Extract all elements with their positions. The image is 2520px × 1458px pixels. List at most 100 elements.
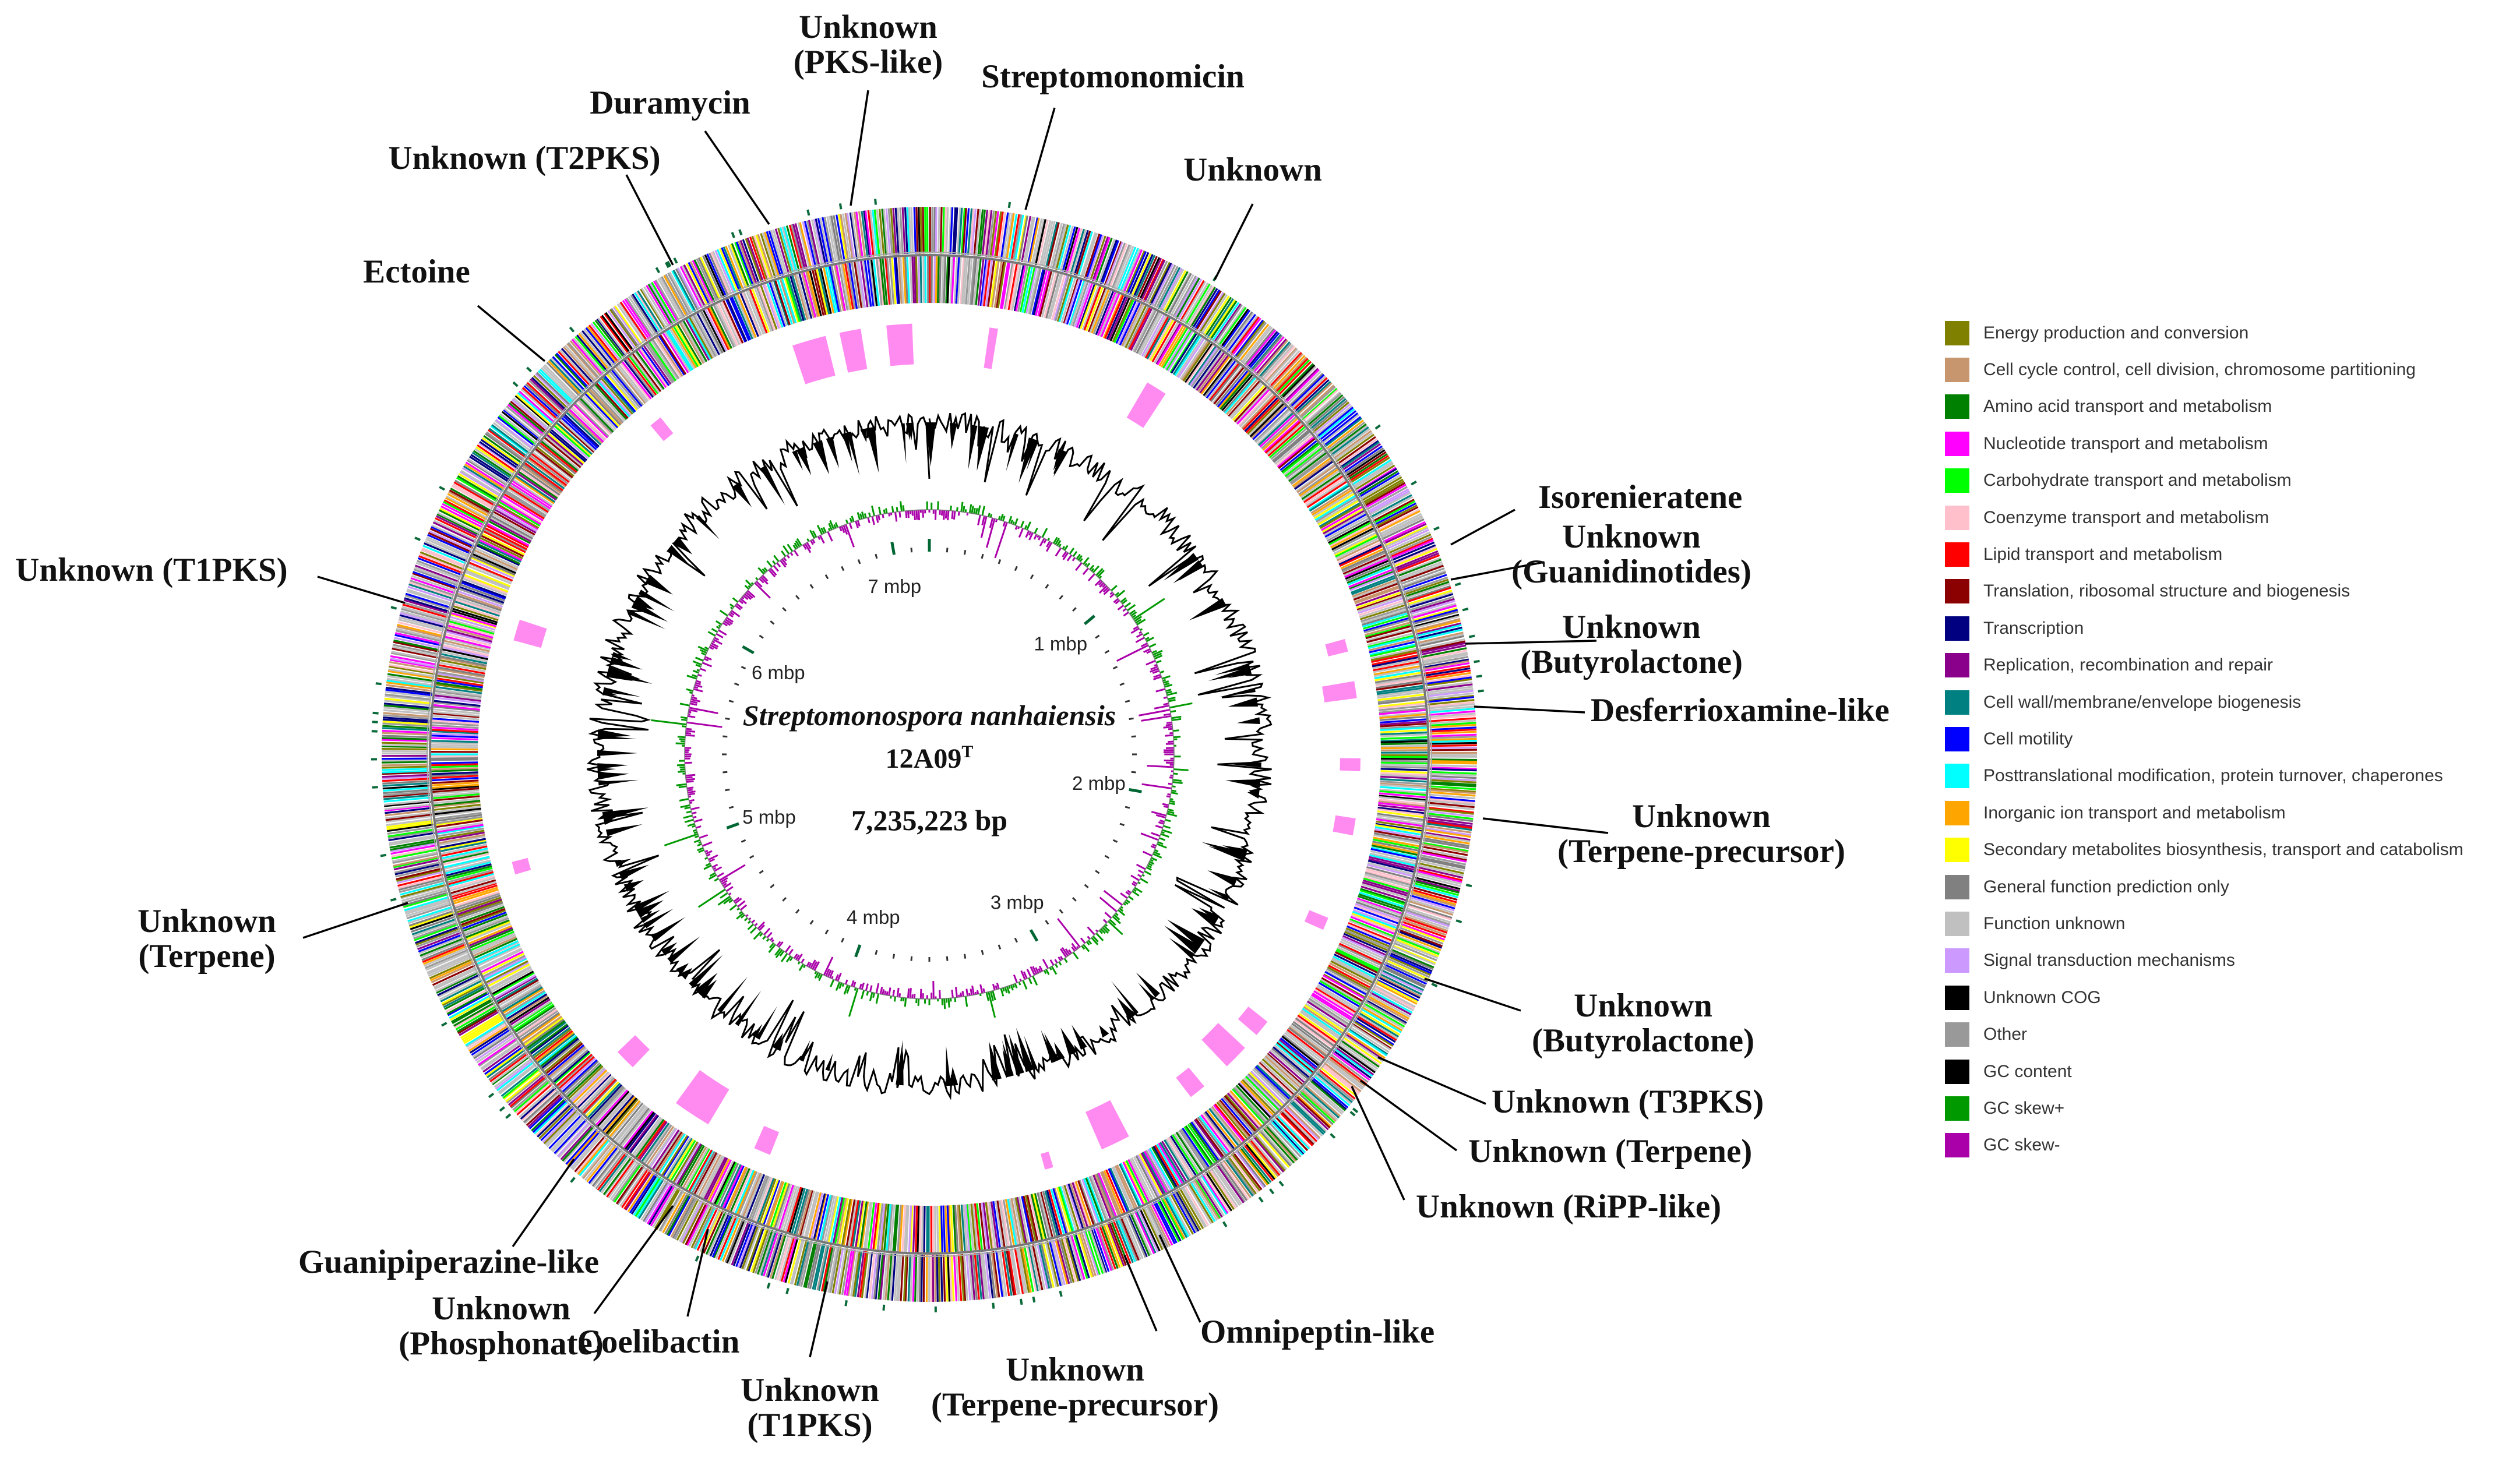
cluster-leader-line xyxy=(1450,509,1515,546)
cluster-label: Unknown (Terpene) xyxy=(1468,1133,1752,1170)
cluster-leader-line xyxy=(1474,705,1585,714)
legend-item: GC content xyxy=(1945,1053,2516,1090)
legend-swatch xyxy=(1945,616,1969,641)
legend-swatch xyxy=(1945,800,1969,825)
legend-label: Inorganic ion transport and metabolism xyxy=(1983,803,2286,822)
legend-swatch xyxy=(1945,726,1969,751)
scale-tick-label: 3 mbp xyxy=(991,892,1044,913)
legend-label: Replication, recombination and repair xyxy=(1983,655,2273,675)
legend-swatch xyxy=(1945,579,1969,604)
legend-swatch xyxy=(1945,1096,1969,1121)
scale-tick-label: 5 mbp xyxy=(742,806,796,828)
legend-label: Coenzyme transport and metabolism xyxy=(1983,507,2269,527)
legend-swatch xyxy=(1945,505,1969,530)
cluster-leader-line xyxy=(1482,817,1609,834)
legend-label: Energy production and conversion xyxy=(1983,323,2249,343)
genome-size: 7,235,223 bp xyxy=(851,804,1007,836)
cluster-leader-line xyxy=(1377,1056,1486,1105)
legend-label: Unknown COG xyxy=(1983,987,2101,1007)
genome-center-info: Streptomonospora nanhaiensis 12A09T 7,23… xyxy=(743,699,1116,836)
strain-name: 12A09T xyxy=(886,742,974,774)
cluster-annotations: Unknown(PKS-like)StreptomonomicinUnknown… xyxy=(15,9,1889,1443)
cluster-leader-line xyxy=(317,576,406,604)
legend-item: Energy production and conversion xyxy=(1945,315,2516,351)
scale-tick-label: 2 mbp xyxy=(1072,772,1126,794)
cluster-label: Duramycin xyxy=(590,84,750,121)
organism-name: Streptomonospora nanhaiensis xyxy=(743,699,1116,732)
cluster-leader-line xyxy=(1359,1079,1458,1152)
gc-skew-track xyxy=(651,501,1193,1018)
legend-swatch xyxy=(1945,320,1969,345)
cog-forward-ring xyxy=(381,206,1478,1302)
legend-item: Posttranslational modification, protein … xyxy=(1945,758,2516,795)
legend-label: Nucleotide transport and metabolism xyxy=(1983,433,2268,453)
cluster-label: Unknown(Terpene) xyxy=(138,903,276,975)
legend-swatch xyxy=(1945,431,1969,456)
cluster-leader-line xyxy=(1351,1086,1405,1201)
legend-item: Cell cycle control, cell division, chrom… xyxy=(1945,351,2516,388)
scale-tick-label: 7 mbp xyxy=(868,576,921,597)
legend-item: Other xyxy=(1945,1016,2516,1053)
cluster-label: Ectoine xyxy=(363,253,470,290)
cluster-leader-line xyxy=(850,90,869,206)
cluster-label: Unknown(PKS-like) xyxy=(794,9,943,80)
feature-block-ring xyxy=(512,323,1361,1170)
legend-item: Function unknown xyxy=(1945,905,2516,942)
legend-swatch xyxy=(1945,468,1969,493)
cluster-leader-line xyxy=(1024,107,1056,210)
scale-tick-label: 6 mbp xyxy=(752,662,805,683)
legend-swatch xyxy=(1945,690,1969,715)
legend-item: Lipid transport and metabolism xyxy=(1945,536,2516,573)
cluster-leader-line xyxy=(1158,1234,1201,1323)
cluster-label: Guanipiperazine-like xyxy=(298,1244,599,1280)
legend-label: Cell cycle control, cell division, chrom… xyxy=(1983,360,2416,380)
legend-item: GC skew- xyxy=(1945,1127,2516,1164)
cluster-label: Unknown(Guanidinotides) xyxy=(1511,518,1751,590)
legend-item: Secondary metabolites biosynthesis, tran… xyxy=(1945,831,2516,868)
legend-swatch xyxy=(1945,542,1969,567)
cluster-label: Unknown(T1PKS) xyxy=(741,1372,879,1443)
legend-label: General function prediction only xyxy=(1983,877,2229,896)
legend-swatch xyxy=(1945,911,1969,936)
legend-item: Cell motility xyxy=(1945,721,2516,757)
cluster-leader-line xyxy=(686,1228,709,1317)
legend-label: Posttranslational modification, protein … xyxy=(1983,766,2443,786)
cluster-label: Coelibactin xyxy=(577,1323,740,1360)
cluster-leader-line xyxy=(512,1158,575,1248)
legend-swatch xyxy=(1945,1059,1969,1084)
legend-swatch xyxy=(1945,358,1969,383)
scale-tick-label: 1 mbp xyxy=(1034,633,1087,654)
legend-label: Amino acid transport and metabolism xyxy=(1983,397,2272,416)
cluster-label: Unknown(Terpene-precursor) xyxy=(931,1351,1219,1423)
legend-swatch xyxy=(1945,985,1969,1010)
cluster-leader-line xyxy=(1123,1255,1158,1332)
cluster-label: Omnipeptin-like xyxy=(1200,1314,1435,1350)
legend-label: Signal transduction mechanisms xyxy=(1983,951,2235,970)
legend-item: Cell wall/membrane/envelope biogenesis xyxy=(1945,684,2516,721)
legend-swatch xyxy=(1945,1022,1969,1047)
legend-item: General function prediction only xyxy=(1945,869,2516,905)
cluster-label: Unknown(Butyrolactone) xyxy=(1520,609,1743,680)
cluster-leader-line xyxy=(1424,977,1521,1012)
legend-label: Cell motility xyxy=(1983,729,2073,749)
legend-label: Cell wall/membrane/envelope biogenesis xyxy=(1983,692,2302,712)
cluster-label: Unknown (RiPP-like) xyxy=(1416,1188,1721,1225)
cluster-label: Unknown xyxy=(1183,151,1322,188)
cluster-leader-line xyxy=(625,174,674,266)
legend-label: GC skew- xyxy=(1983,1135,2060,1155)
legend-label: Translation, ribosomal structure and bio… xyxy=(1983,581,2350,601)
legend-item: Unknown COG xyxy=(1945,979,2516,1016)
cluster-leader-line xyxy=(1465,640,1597,645)
legend-label: Transcription xyxy=(1983,618,2084,638)
cluster-label: Unknown(Terpene-precursor) xyxy=(1557,798,1845,870)
cluster-label: Desferrioxamine-like xyxy=(1591,692,1890,729)
legend-label: Function unknown xyxy=(1983,913,2126,933)
legend-item: Inorganic ion transport and metabolism xyxy=(1945,795,2516,831)
legend-swatch xyxy=(1945,1133,1969,1158)
cluster-label: Unknown (T1PKS) xyxy=(15,552,287,588)
cluster-leader-line xyxy=(477,305,546,362)
legend-item: Transcription xyxy=(1945,610,2516,647)
legend-label: Lipid transport and metabolism xyxy=(1983,545,2223,564)
